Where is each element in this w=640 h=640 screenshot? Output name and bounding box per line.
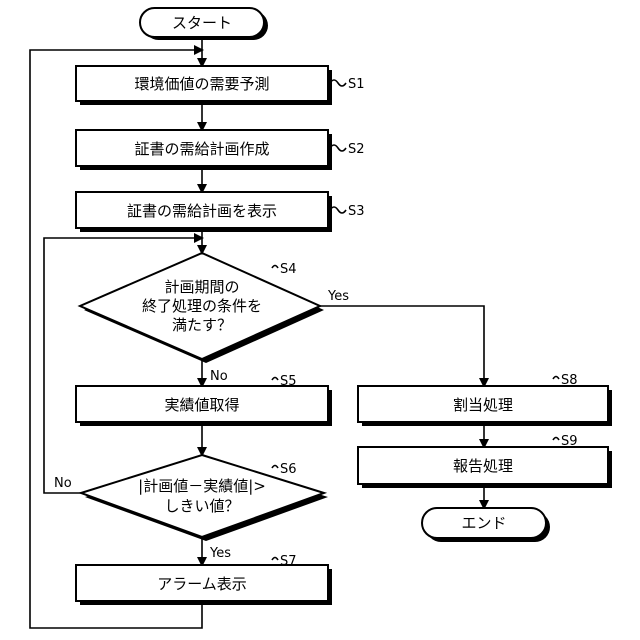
step-s9-id: S9 — [561, 434, 578, 449]
step-s7-label: アラーム表示 — [157, 575, 247, 593]
decision-s6-line-1: |計画値－実績値|> — [138, 477, 266, 495]
step-s5-label: 実績値取得 — [164, 396, 239, 414]
step-s8-label: 割当処理 — [453, 396, 513, 414]
step-s7: アラーム表示 S7 — [76, 554, 332, 605]
step-s8-id: S8 — [561, 373, 578, 388]
end-terminal: エンド — [422, 508, 550, 542]
edge-s4-s8 — [320, 306, 484, 386]
decision-s6-no: No — [54, 476, 72, 491]
step-s1-label: 環境価値の需要予測 — [134, 75, 269, 93]
decision-s4-line-2: 終了処理の条件を — [142, 297, 262, 315]
step-s3-label: 証書の需給計画を表示 — [127, 202, 277, 220]
step-s9: 報告処理 S9 — [358, 434, 612, 488]
end-label: エンド — [461, 514, 506, 532]
decision-s4-yes: Yes — [327, 289, 349, 304]
decision-s4-line-3: 満たす？ — [172, 316, 232, 334]
start-terminal: スタート — [140, 8, 268, 40]
decision-s6-line-2: しきい値？ — [164, 497, 239, 515]
step-s5: 実績値取得 S5 — [76, 374, 332, 426]
decision-s4-line-1: 計画期間の — [164, 278, 239, 296]
start-label: スタート — [172, 14, 232, 32]
step-s5-id: S5 — [280, 374, 297, 389]
step-s9-label: 報告処理 — [453, 457, 513, 475]
decision-s6-yes: Yes — [209, 546, 231, 561]
step-s3-id: S3 — [348, 204, 365, 219]
step-s7-id: S7 — [280, 554, 297, 569]
step-s1: 環境価値の需要予測 S1 — [76, 66, 365, 105]
step-s3: 証書の需給計画を表示 S3 — [76, 192, 365, 232]
step-s2-label: 証書の需給計画作成 — [134, 140, 269, 158]
step-s2: 証書の需給計画作成 S2 — [76, 130, 365, 170]
step-s8: 割当処理 S8 — [358, 373, 612, 426]
step-s2-id: S2 — [348, 142, 365, 157]
step-s1-id: S1 — [348, 77, 365, 92]
decision-s4-no: No — [210, 369, 228, 384]
decision-s6: |計画値－実績値|> しきい値？ S6 No Yes — [54, 455, 328, 561]
decision-s4-id: S4 — [280, 262, 297, 277]
decision-s4: 計画期間の 終了処理の条件を 満たす？ S4 Yes No — [80, 253, 349, 384]
decision-s6-id: S6 — [280, 462, 297, 477]
